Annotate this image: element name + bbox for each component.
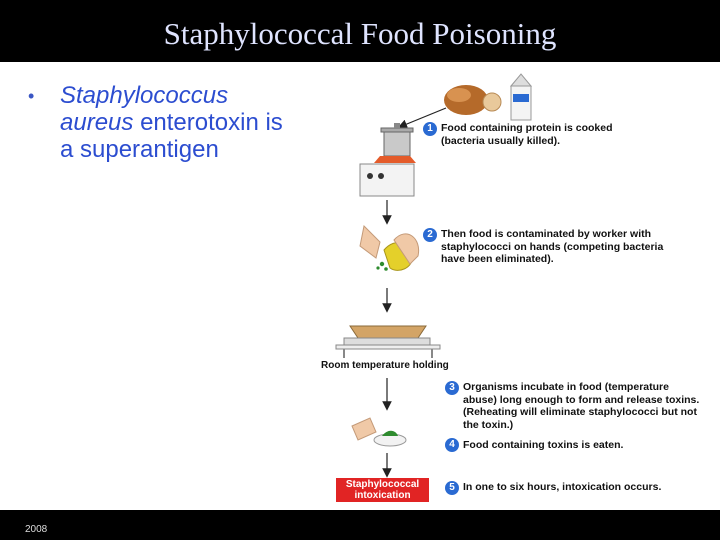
step-number: 1 [423, 122, 437, 136]
table-icon [335, 344, 441, 358]
step-number: 3 [445, 381, 459, 395]
page-title: Staphylococcal Food Poisoning [163, 16, 557, 51]
stove-icon [359, 163, 415, 197]
hands-icon [359, 224, 420, 271]
intoxication-box: Staphylococcal intoxication [336, 478, 429, 502]
title-bar: Staphylococcal Food Poisoning [0, 0, 720, 62]
room-temperature-label: Room temperature holding [321, 360, 449, 371]
footer: 2008 [0, 510, 720, 540]
bullet-text: Staphylococcus aureus enterotoxin is a s… [60, 82, 288, 163]
step-text: Organisms incubate in food (temperature … [463, 381, 700, 431]
step-text: Food containing protein is cooked (bacte… [441, 122, 613, 147]
footer-year: 2008 [25, 524, 48, 535]
step-number: 2 [423, 228, 437, 242]
slide-content: • Staphylococcus aureus enterotoxin is a… [0, 62, 720, 510]
bullet-marker: • [28, 86, 35, 106]
casserole-dish-icon [343, 325, 431, 346]
bullet-rest: enterotoxin is a superantigen [60, 109, 283, 163]
step-number: 5 [445, 481, 459, 495]
step-text: In one to six hours, intoxication occurs… [463, 481, 662, 493]
bullet-point: • Staphylococcus aureus enterotoxin is a… [28, 82, 288, 163]
step-text: Food containing toxins is eaten. [463, 439, 624, 451]
bullet-italic: Staphylococcus aureus [60, 82, 229, 136]
figure-food-poisoning-steps: 1 Food containing protein is cooked (bac… [314, 68, 706, 510]
eating-hand-icon [351, 417, 407, 447]
figure-illustration [335, 73, 533, 478]
chicken-icon [444, 85, 502, 115]
milk-carton-icon [509, 73, 533, 121]
step-number: 4 [445, 438, 459, 452]
cooking-pot-icon [374, 123, 416, 163]
step-text: Then food is contaminated by worker with… [441, 228, 664, 265]
